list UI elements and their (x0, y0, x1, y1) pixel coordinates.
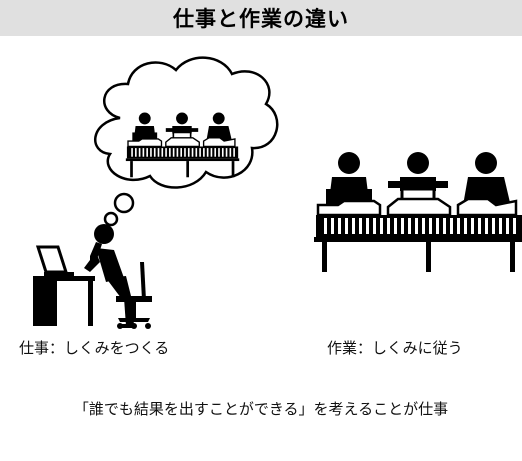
thinking-person-icon (33, 224, 152, 329)
illustration-canvas (33, 56, 522, 329)
right-caption: 作業：しくみに従う (327, 339, 463, 357)
summary-text: 「誰でも結果を出すことができる」を考えることが仕事 (73, 400, 449, 418)
left-caption: 仕事：しくみをつくる (19, 339, 170, 357)
page-title: 仕事と作業の違い (173, 7, 349, 31)
factory-workers-icon (312, 150, 522, 274)
header-bar: 仕事と作業の違い (0, 0, 522, 36)
